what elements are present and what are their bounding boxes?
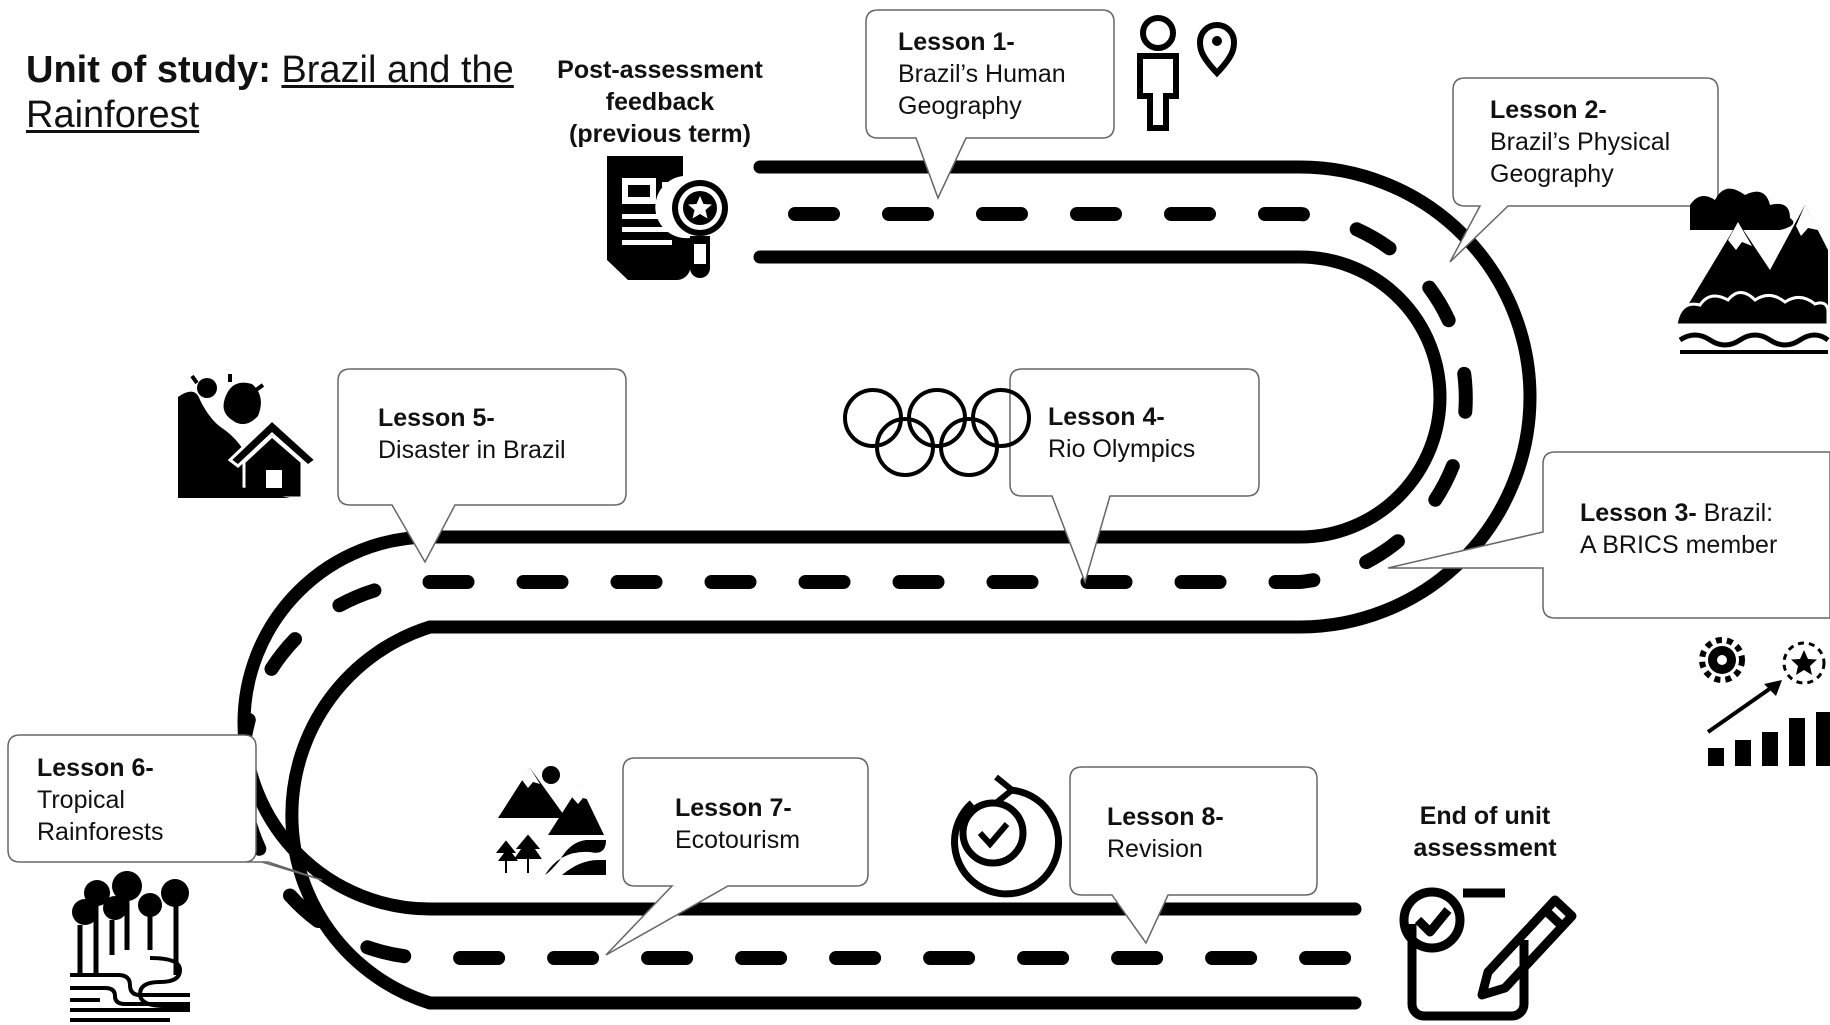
- lesson-6-callout: [7, 734, 323, 881]
- lesson-8-callout: [1069, 766, 1318, 945]
- lesson-heading: Lesson 7-: [675, 794, 792, 822]
- lesson-line: Revision: [1107, 835, 1203, 863]
- mountains-forest-icon: [1674, 188, 1830, 354]
- lesson-4-callout: [1009, 368, 1260, 585]
- mountains-trail-icon: [495, 766, 606, 875]
- lesson-2-text: Lesson 2- Brazil’s Physical Geography: [1490, 94, 1715, 190]
- lesson-2-callout: [1449, 77, 1719, 263]
- lesson-heading: Lesson 6-: [37, 754, 154, 782]
- person-location-icon: [1137, 15, 1238, 131]
- lesson-line: Ecotourism: [675, 826, 801, 854]
- lesson-line: Rio Olympics: [1048, 435, 1196, 463]
- title-topic: Brazil and the Rainforest: [26, 49, 514, 136]
- lesson-line: Brazil’s Physical: [1490, 128, 1671, 156]
- lesson-3-text: Lesson 3- Brazil: A BRICS member: [1580, 497, 1828, 561]
- lesson-7-text: Lesson 7- Ecotourism: [675, 792, 860, 856]
- lesson-heading: Lesson 2-: [1490, 96, 1607, 124]
- end-label-line: assessment: [1413, 834, 1557, 862]
- clipboard-check-pencil-icon: [1399, 887, 1577, 1021]
- lesson-line: Brazil’s Human: [898, 60, 1066, 88]
- unit-title: Unit of study: Brazil and the Rainforest: [26, 48, 526, 138]
- growth-chart-icon: [1699, 637, 1830, 766]
- lesson-line: Tropical: [37, 786, 125, 814]
- start-label-line: (previous term): [569, 120, 751, 148]
- landslide-house-icon: [178, 374, 319, 500]
- end-label: End of unit assessment: [1380, 800, 1590, 864]
- lesson-line: Geography: [898, 92, 1022, 120]
- lesson-heading: Lesson 3-: [1580, 499, 1697, 527]
- lesson-3-callout: [1387, 451, 1830, 619]
- document-star-icon: [607, 156, 728, 281]
- lesson-heading: Lesson 5-: [378, 404, 495, 432]
- lesson-4-text: Lesson 4- Rio Olympics: [1048, 401, 1253, 465]
- refresh-check-icon: [951, 774, 1063, 898]
- lesson-1-callout: [865, 9, 1115, 200]
- start-label-line: Post-assessment: [557, 56, 763, 84]
- lesson-line: Geography: [1490, 160, 1614, 188]
- lesson-7-callout: [605, 757, 869, 956]
- lesson-1-text: Lesson 1- Brazil’s Human Geography: [898, 26, 1108, 122]
- title-prefix: Unit of study:: [26, 49, 271, 91]
- lesson-heading: Lesson 1-: [898, 28, 1015, 56]
- start-label-line: feedback: [605, 88, 715, 116]
- lesson-line: A BRICS member: [1580, 531, 1778, 559]
- lesson-inline: Brazil:: [1696, 499, 1774, 527]
- start-label: Post-assessment feedback (previous term): [540, 54, 780, 150]
- lesson-heading: Lesson 8-: [1107, 803, 1224, 831]
- lesson-5-text: Lesson 5- Disaster in Brazil: [378, 402, 623, 466]
- lesson-line: Rainforests: [37, 818, 164, 846]
- lesson-8-text: Lesson 8- Revision: [1107, 801, 1307, 865]
- olympic-rings-icon: [843, 388, 1031, 477]
- end-label-line: End of unit: [1419, 802, 1551, 830]
- lesson-6-text: Lesson 6- Tropical Rainforests: [37, 752, 247, 848]
- lesson-line: Disaster in Brazil: [378, 436, 566, 464]
- lesson-5-callout: [337, 368, 627, 564]
- forest-river-icon: [70, 871, 190, 1022]
- lesson-heading: Lesson 4-: [1048, 403, 1165, 431]
